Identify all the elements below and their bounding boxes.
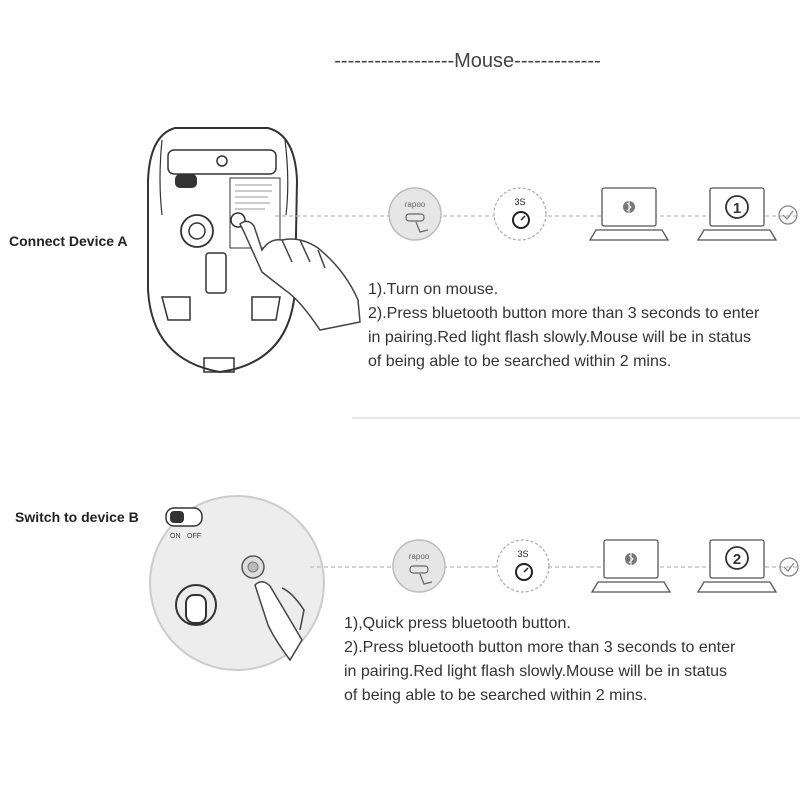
instruction-line: in pairing.Red light flash slowly.Mouse …	[368, 329, 751, 346]
check-icon-b	[779, 557, 799, 577]
svg-text:1: 1	[733, 200, 741, 217]
laptop-device-2-icon: 2	[696, 539, 778, 593]
laptop-bluetooth-icon	[588, 187, 670, 241]
section-b-instructions: 1),Quick press bluetooth button. 2).Pres…	[344, 612, 774, 708]
section-a-instructions: 1).Turn on mouse. 2).Press bluetooth but…	[368, 278, 798, 374]
laptop-device-1-icon: 1	[696, 187, 778, 241]
svg-text:3S: 3S	[514, 197, 525, 207]
hand-illustration	[239, 220, 361, 331]
mouse-bottom-illustration	[147, 127, 299, 374]
page-title: ------------------Mouse-------------	[334, 50, 601, 72]
instruction-line: of being able to be searched within 2 mi…	[368, 353, 672, 370]
section-b-label: Switch to device B	[15, 509, 139, 525]
rapoo-button-icon-b: rapoo	[392, 539, 446, 593]
laptop-bluetooth-icon-b	[590, 539, 672, 593]
svg-text:3S: 3S	[517, 549, 528, 559]
hand-illustration-b	[254, 581, 305, 662]
rapoo-button-icon: rapoo	[388, 187, 442, 241]
instruction-line: 1).Turn on mouse.	[368, 281, 499, 298]
check-icon	[778, 205, 798, 225]
svg-text:rapoo: rapoo	[409, 552, 430, 561]
instruction-line: of being able to be searched within 2 mi…	[344, 687, 648, 704]
instruction-line: 1),Quick press bluetooth button.	[344, 615, 571, 632]
svg-text:rapoo: rapoo	[405, 200, 426, 209]
instruction-line: 2).Press bluetooth button more than 3 se…	[368, 305, 760, 322]
svg-text:ON: ON	[170, 533, 181, 540]
instruction-line: 2).Press bluetooth button more than 3 se…	[344, 639, 736, 656]
svg-text:2: 2	[733, 551, 741, 568]
instruction-line: in pairing.Red light flash slowly.Mouse …	[344, 663, 727, 680]
svg-text:OFF: OFF	[187, 533, 201, 540]
timer-icon: 3S	[493, 187, 547, 241]
timer-icon-b: 3S	[496, 539, 550, 593]
section-a-label: Connect Device A	[9, 233, 128, 249]
